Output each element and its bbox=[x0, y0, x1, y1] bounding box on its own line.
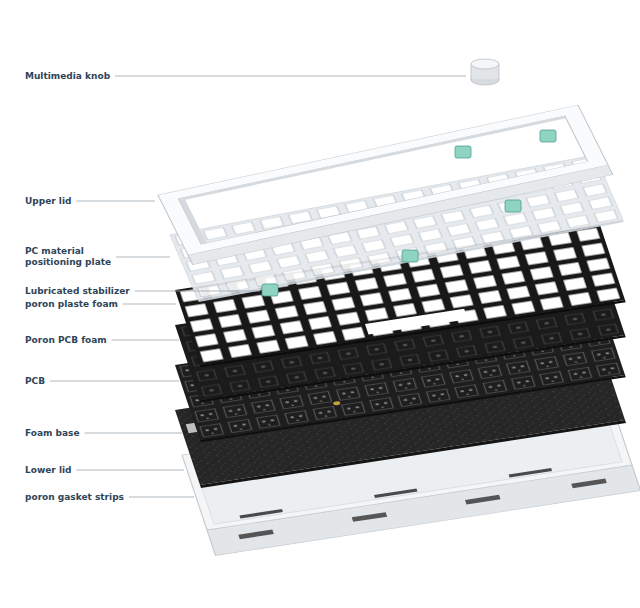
part-label: Foam base bbox=[25, 428, 80, 439]
leader-line bbox=[123, 304, 176, 305]
leader-line bbox=[85, 433, 182, 434]
part-label: Lubricated stabilizer bbox=[25, 286, 130, 297]
part-label: PCB bbox=[25, 376, 45, 387]
leader-line bbox=[112, 340, 179, 341]
part-label: Lower lid bbox=[25, 465, 72, 476]
part-label: PC material positioning plate bbox=[25, 246, 115, 268]
gasket-strip bbox=[571, 479, 607, 489]
leader-line bbox=[76, 201, 155, 202]
gasket-strip bbox=[238, 529, 274, 539]
multimedia-knob bbox=[471, 59, 499, 85]
positioning-plate bbox=[170, 155, 624, 302]
part-label: Upper lid bbox=[25, 196, 71, 207]
leader-line bbox=[77, 470, 184, 471]
gasket-strip bbox=[374, 488, 418, 498]
leader-line bbox=[50, 381, 179, 382]
upper-lid bbox=[158, 105, 613, 265]
leader-line bbox=[135, 291, 260, 292]
leader-line bbox=[115, 76, 466, 77]
leader-line bbox=[129, 497, 194, 498]
part-label: Poron PCB foam bbox=[25, 335, 107, 346]
part-label: poron gasket strips bbox=[25, 492, 124, 503]
part-label: poron plaste foam bbox=[25, 299, 118, 310]
gasket-strip bbox=[465, 495, 501, 505]
gasket-strip bbox=[239, 509, 283, 519]
leader-line bbox=[116, 257, 170, 258]
gasket-strip bbox=[352, 512, 388, 522]
part-label: Multimedia knob bbox=[25, 71, 110, 82]
gasket-strip bbox=[509, 468, 553, 478]
